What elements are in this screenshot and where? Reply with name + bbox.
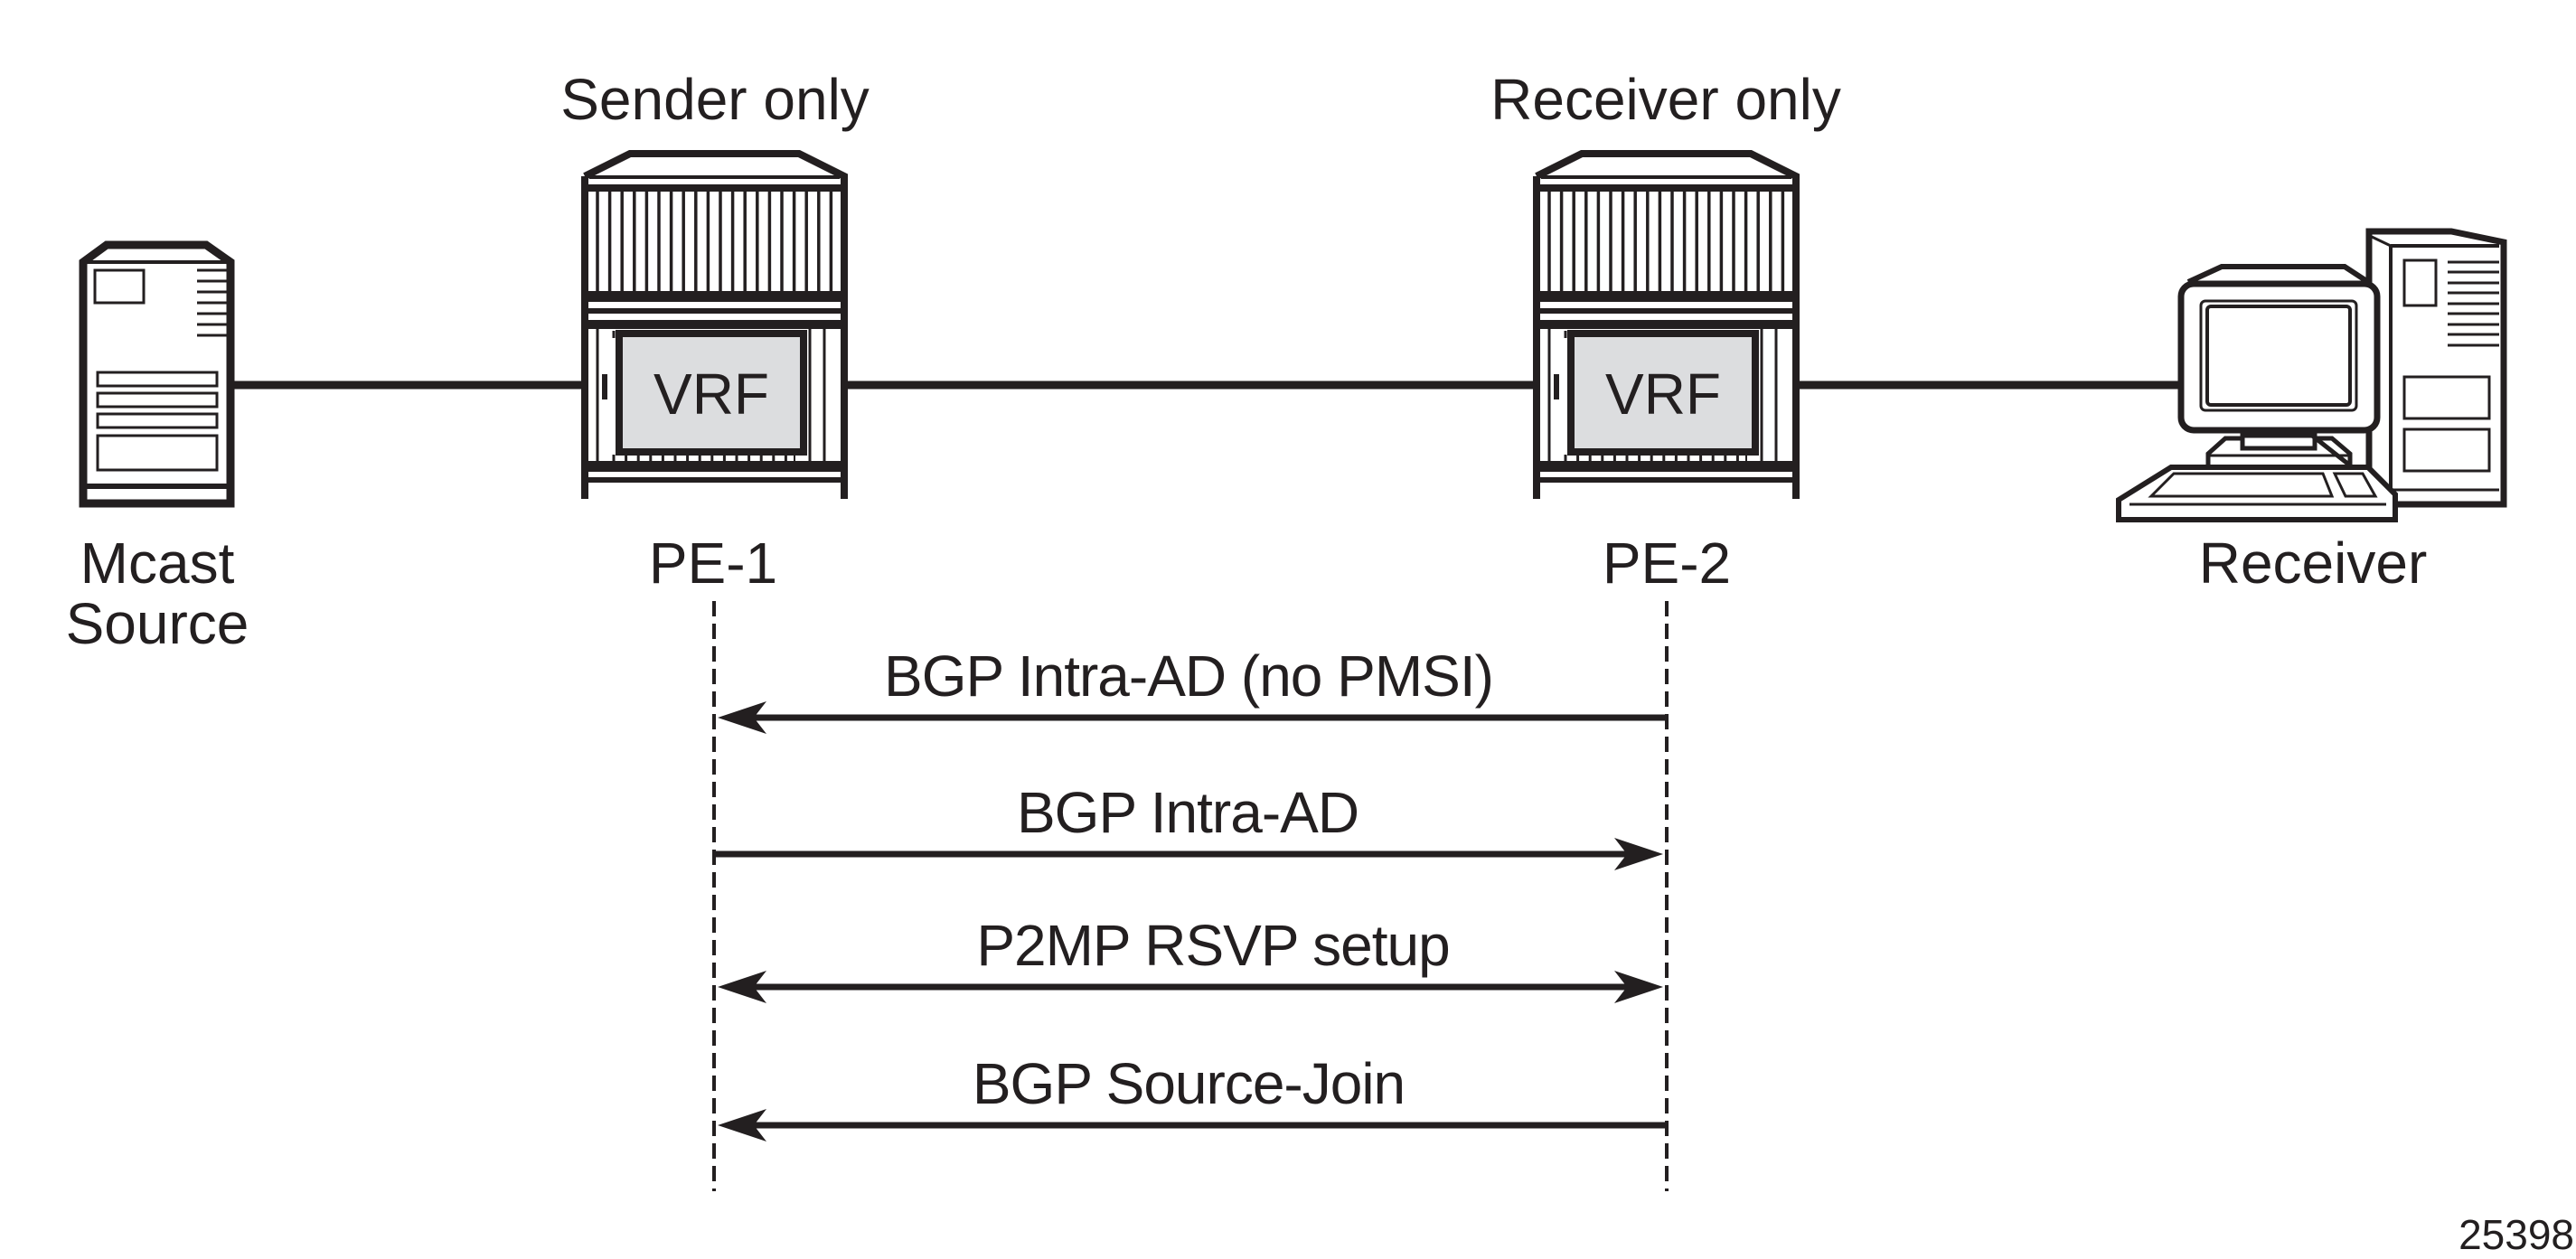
router-bottom-band [588, 461, 841, 472]
router-bottom-band [1540, 461, 1792, 472]
router-bottom-band [588, 477, 841, 483]
message-label: BGP Intra-AD [1017, 780, 1359, 845]
vrf-box [616, 330, 807, 456]
monitor-icon [2177, 264, 2381, 434]
router-handle [602, 374, 607, 399]
receiver-role-label: Receiver only [1490, 67, 1841, 132]
message-label: P2MP RSVP setup [976, 913, 1449, 978]
router-bottom-band [1540, 477, 1792, 483]
arrowhead-left-icon [718, 971, 766, 1003]
router-top-band [588, 184, 841, 192]
figure-number: 25398 [2458, 1211, 2574, 1258]
arrowhead-right-icon [1614, 838, 1663, 870]
router-top-band [1540, 184, 1792, 192]
receiver-label: Receiver [2199, 531, 2428, 596]
router-mid-band [1540, 320, 1792, 329]
message-arrows [714, 701, 1667, 1142]
monitor-stand-icon [2205, 433, 2353, 471]
mcast-source-label-line1: Mcast [80, 531, 235, 596]
router-mid-band [588, 320, 841, 329]
router-mid-band [1540, 308, 1792, 314]
vrf-box [1567, 330, 1759, 456]
router-handle [1554, 374, 1559, 399]
mcast-source-label-line2: Source [66, 591, 249, 656]
router-mid-band [588, 308, 841, 314]
pe-1-label: PE-1 [649, 531, 777, 596]
router-mid-band [588, 291, 841, 302]
arrowhead-right-icon [1614, 971, 1663, 1003]
router-pe-1 [581, 150, 848, 499]
message-label: BGP Source-Join [973, 1051, 1405, 1116]
pe-2-label: PE-2 [1603, 531, 1731, 596]
pe-2-vrf-label: VRF [1605, 362, 1721, 427]
router-mid-band [1540, 291, 1792, 302]
keyboard-icon [2116, 465, 2398, 522]
lifelines [712, 601, 1669, 1191]
sender-role-label: Sender only [560, 67, 870, 132]
pc-tower-icon [2365, 228, 2507, 508]
arrowhead-left-icon [718, 701, 766, 734]
workstation-icon [2116, 228, 2507, 522]
pe-1-vrf-label: VRF [653, 362, 769, 427]
server-icon [79, 240, 235, 508]
arrowhead-left-icon [718, 1109, 766, 1142]
message-label: BGP Intra-AD (no PMSI) [884, 644, 1493, 709]
router-pe-2 [1533, 150, 1800, 499]
